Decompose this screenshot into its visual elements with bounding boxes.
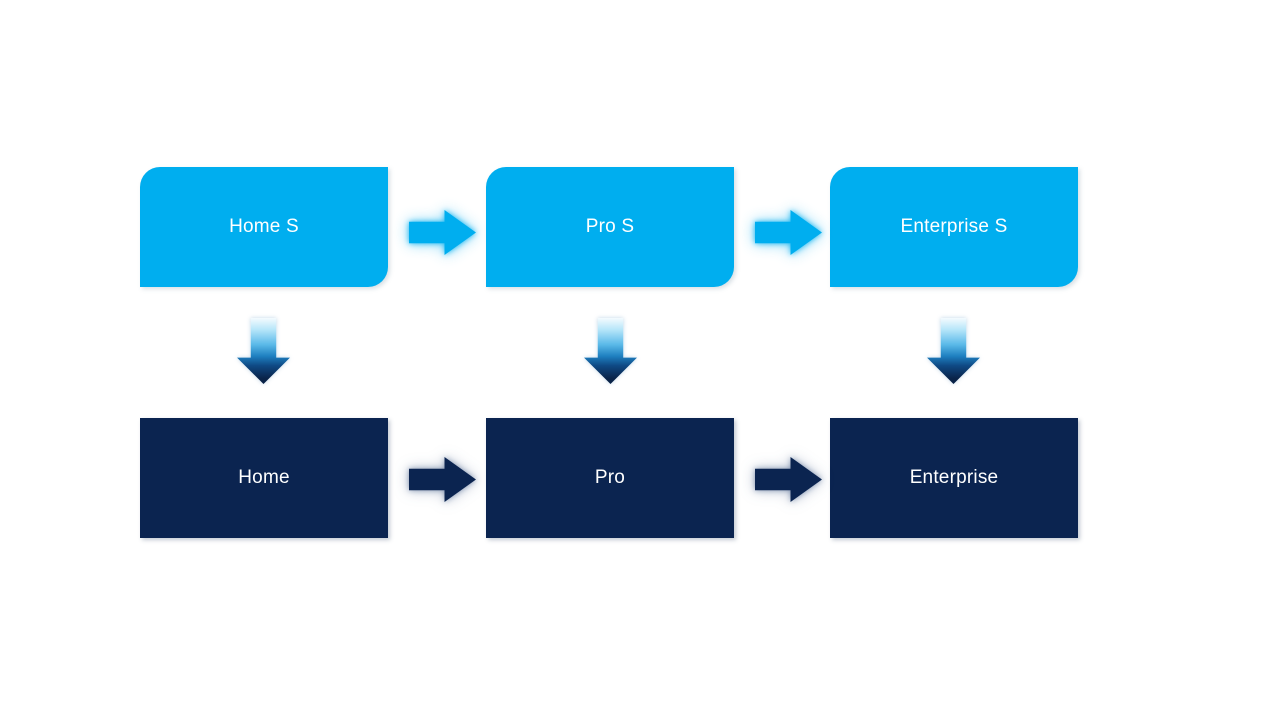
down-arrow-icon (237, 318, 290, 384)
right-arrow-shape (755, 210, 822, 255)
top-box-enterprise-s: Enterprise S (830, 167, 1078, 287)
top-box-pro-s-label: Pro S (585, 216, 635, 237)
top-box-enterprise-s-label: Enterprise S (900, 216, 1008, 237)
down-arrow-shape (927, 318, 980, 384)
right-arrow-icon (409, 457, 476, 502)
top-box-pro-s: Pro S (486, 167, 734, 287)
bottom-box-home-label: Home (238, 467, 290, 488)
bottom-box-pro-label: Pro (594, 467, 626, 488)
top-box-home-s-label: Home S (229, 216, 299, 237)
down-arrow-icon (584, 318, 637, 384)
right-arrow-shape (755, 457, 822, 502)
top-box-home-s: Home S (140, 167, 388, 287)
right-arrow-shape (409, 457, 476, 502)
bottom-box-enterprise: Enterprise (830, 418, 1078, 538)
bottom-box-enterprise-label: Enterprise (909, 467, 999, 488)
right-arrow-shape (409, 210, 476, 255)
right-arrow-icon (409, 210, 476, 255)
right-arrow-icon (755, 210, 822, 255)
down-arrow-shape (584, 318, 637, 384)
bottom-box-home: Home (140, 418, 388, 538)
bottom-box-pro: Pro (486, 418, 734, 538)
down-arrow-shape (237, 318, 290, 384)
right-arrow-icon (755, 457, 822, 502)
down-arrow-icon (927, 318, 980, 384)
